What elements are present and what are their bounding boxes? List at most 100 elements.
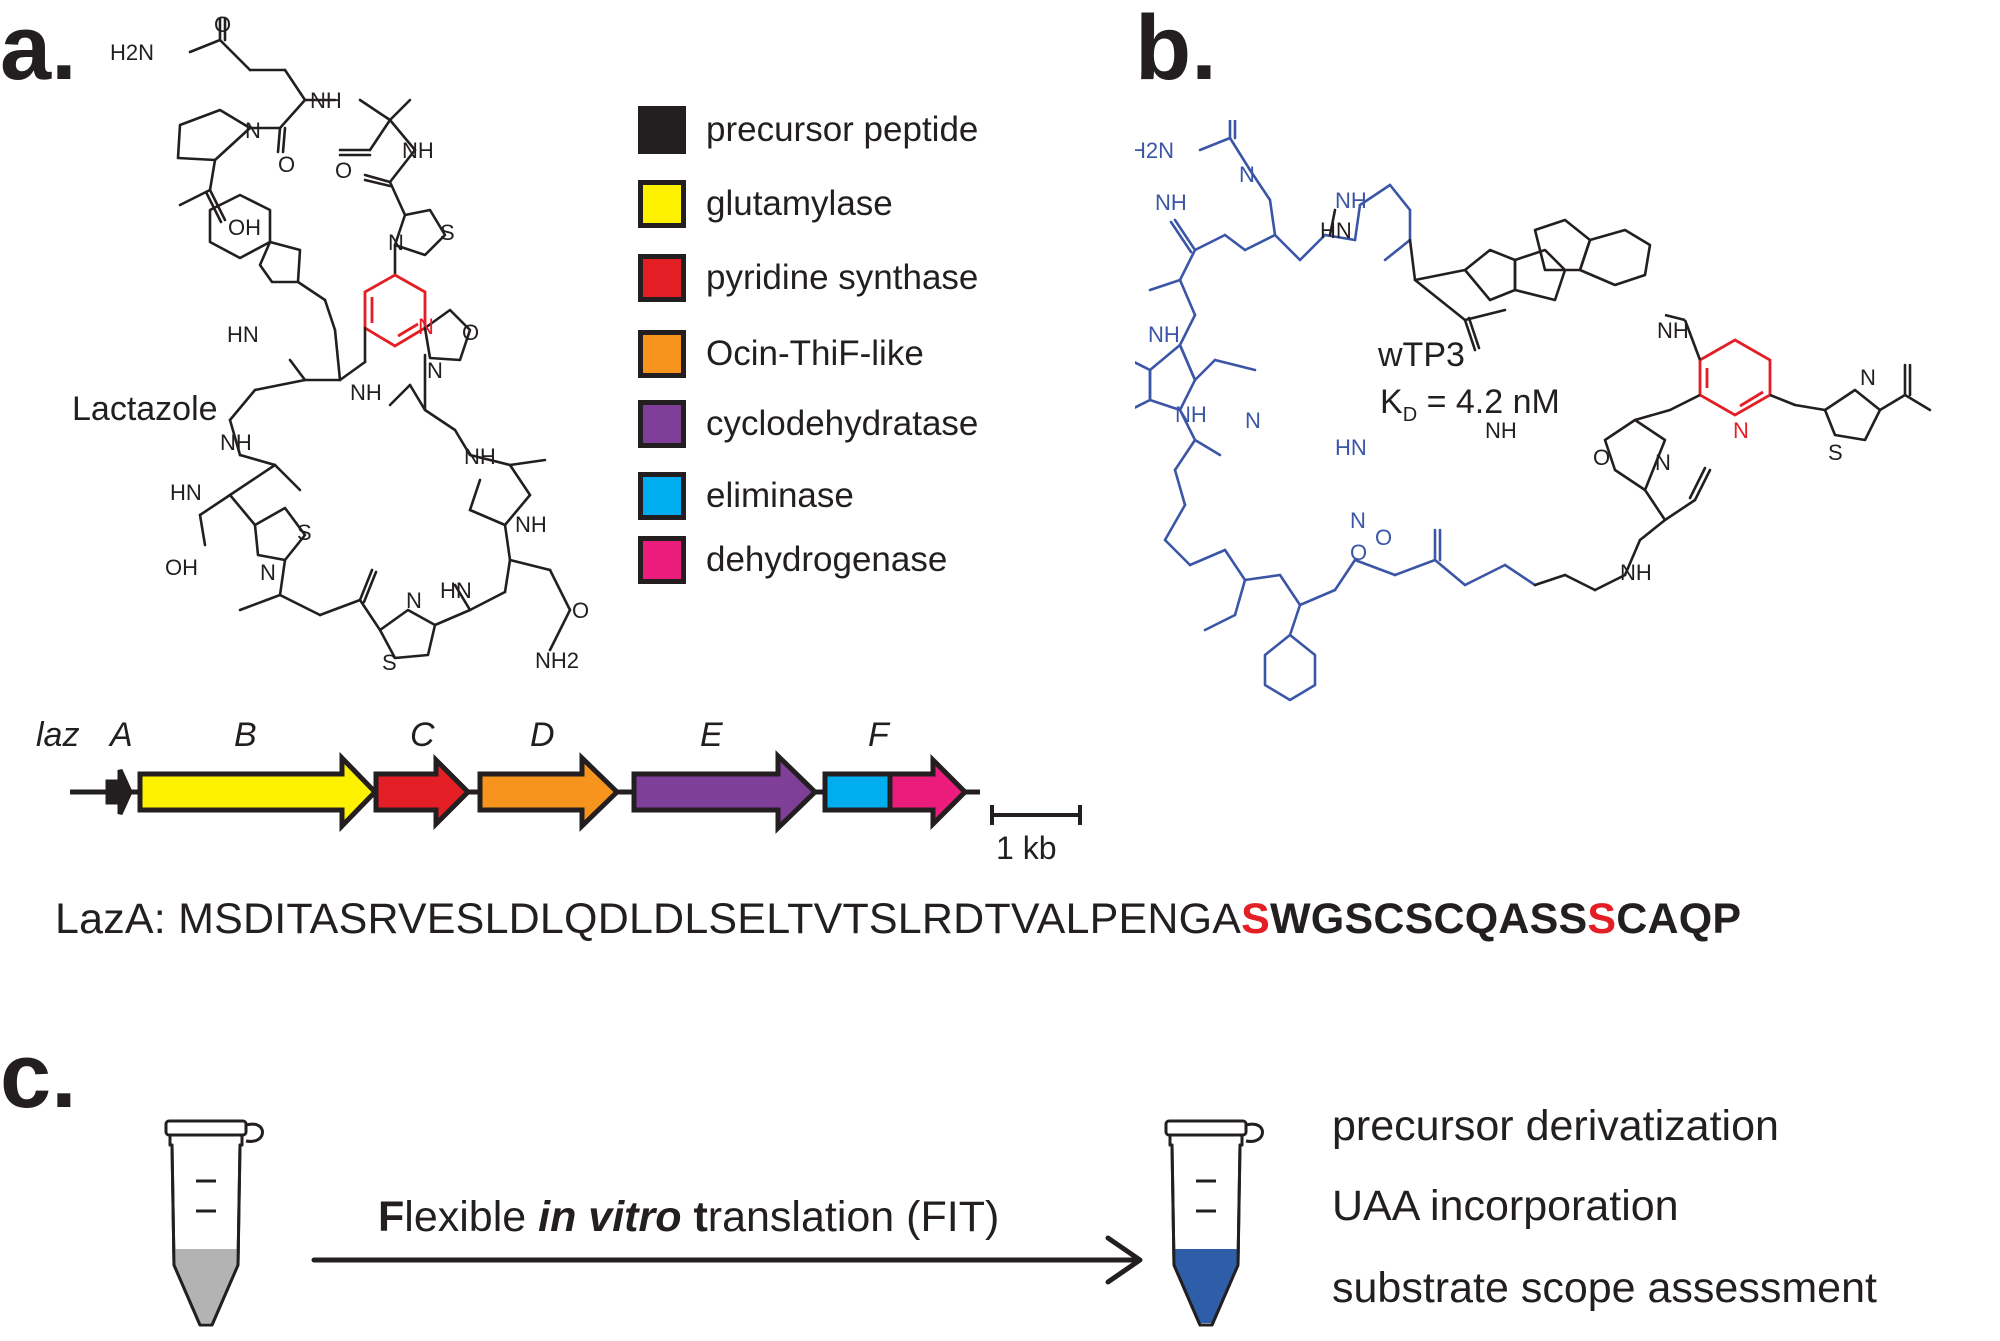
- fit-arrow: [311, 1235, 1143, 1285]
- legend-label: precursor peptide: [706, 110, 979, 149]
- atom-hn-d: HN: [170, 480, 202, 505]
- legend-label: pyridine synthase: [706, 258, 979, 297]
- fit-bold-f: F: [378, 1193, 405, 1241]
- atom-wtp3-n-oxz: N: [1655, 450, 1671, 475]
- gene-label-d: D: [530, 716, 555, 754]
- atom-wtp3-no2-o: O: [1375, 525, 1392, 550]
- legend-item-eliminase: eliminase: [638, 472, 854, 520]
- atom-wtp3-nh2: NH: [1335, 188, 1367, 213]
- legend-item-pyridine-synthase: pyridine synthase: [638, 254, 978, 302]
- gene-prefix: laz: [36, 716, 80, 754]
- lactazole-label: Lactazole: [72, 390, 218, 428]
- atom-hn-f: HN: [440, 578, 472, 603]
- legend-label: dehydrogenase: [706, 540, 948, 579]
- atom-n-oxz: N: [427, 358, 443, 383]
- gene-c-arrow: [373, 753, 472, 831]
- atom-s-thz: S: [440, 220, 455, 245]
- panel-letter-a: a.: [0, 0, 77, 99]
- atom-hn-ind: HN: [227, 322, 259, 347]
- atom-wtp3-n-pyr: N: [1733, 418, 1749, 443]
- atom-n3: N: [406, 588, 422, 613]
- atom-n-thz: N: [388, 230, 404, 255]
- atom-nh-ala: NH: [310, 88, 342, 113]
- laza-sequence: LazA: MSDITASRVESLDLQDLDLSELTVTSLRDTVALP…: [55, 895, 1741, 944]
- atom-wtp3-h2n: H2N: [1135, 138, 1174, 163]
- gene-f-dehydrogenase-segment: [887, 753, 969, 831]
- legend-swatch: [638, 536, 686, 584]
- legend-swatch: [638, 254, 686, 302]
- wtp3-kd-value: = 4.2 nM: [1417, 383, 1560, 421]
- sequence-core-s1: S: [1241, 895, 1271, 943]
- legend-label: Ocin-ThiF-like: [706, 334, 924, 373]
- gene-label-f: F: [868, 716, 889, 754]
- atom-wtp3-hn3: HN: [1335, 435, 1367, 460]
- gene-b-arrow: [137, 751, 379, 833]
- legend-label: glutamylase: [706, 184, 893, 223]
- sequence-core-4: CAQP: [1616, 895, 1742, 943]
- wtp3-name: wTP3: [1378, 336, 1465, 374]
- atom-wtp3-hn2: HN: [1135, 384, 1137, 409]
- atom-wtp3-nh-ind2: NH: [1657, 318, 1689, 343]
- tube-blue-icon: [1164, 1119, 1264, 1327]
- wtp3-kd-k: K: [1380, 383, 1403, 421]
- atom-nh2-bottom: NH2: [535, 648, 579, 670]
- legend-swatch: [638, 180, 686, 228]
- sequence-core-s2: S: [1587, 895, 1617, 943]
- atom-oh: OH: [165, 555, 198, 580]
- atom-nh-b: NH: [350, 380, 382, 405]
- atom-wtp3-n-me2: N: [1239, 162, 1255, 187]
- panel-letter-b: b.: [1135, 0, 1217, 99]
- tube-gray-icon: [164, 1119, 264, 1327]
- outcome-substrate-scope: substrate scope assessment: [1332, 1264, 1877, 1312]
- fit-italic: in vitro: [538, 1193, 682, 1241]
- legend-swatch: [638, 106, 686, 154]
- legend-item-cyclodehydratase: cyclodehydratase: [638, 400, 978, 448]
- atom-wtp3-s-thz: S: [1828, 440, 1843, 465]
- atom-h2n-top: H2N: [110, 40, 154, 65]
- atom-wtp3-o-oxz: O: [1593, 445, 1610, 470]
- atom-o-misc: O: [572, 598, 589, 623]
- sequence-core-2: WGSCSCQASS: [1270, 895, 1588, 943]
- gene-label-c: C: [410, 716, 435, 754]
- legend-swatch: [638, 400, 686, 448]
- atom-wtp3-no2-n: N: [1350, 508, 1366, 533]
- atom-wtp3-nh4: NH: [1175, 402, 1207, 427]
- legend-item-precursor-peptide: precursor peptide: [638, 106, 978, 154]
- atom-n-pyr: N: [418, 314, 434, 339]
- fit-label: Flexible in vitro translation (FIT): [378, 1196, 999, 1239]
- atom-nh-c: NH: [220, 430, 252, 455]
- legend-label: eliminase: [706, 476, 854, 515]
- atom-nh2: NH: [402, 138, 434, 163]
- atom-wtp3-no2-o2: O: [1350, 540, 1367, 565]
- legend-item-ocin-thif-like: Ocin-ThiF-like: [638, 330, 924, 378]
- wtp3-kd: KD = 4.2 nM: [1380, 385, 1560, 425]
- atom-wtp3-nh1: NH: [1155, 190, 1187, 215]
- wtp3-structure: H2N HO N N NH N NH NH HN NH N OH HN N O …: [1135, 120, 1932, 702]
- outcome-uaa-incorporation: UAA incorporation: [1332, 1182, 1679, 1230]
- atom-o3: O: [335, 158, 352, 183]
- atom-o-oxz: O: [462, 320, 479, 345]
- fit-text-3: ranslation (FIT): [707, 1193, 1000, 1241]
- gene-cluster-map: [70, 750, 1082, 834]
- outcome-precursor-derivatization: precursor derivatization: [1332, 1102, 1779, 1150]
- scale-bar-label: 1 kb: [996, 830, 1057, 866]
- atom-wtp3-nh5: NH: [1485, 418, 1517, 443]
- sequence-prefix: LazA:: [55, 895, 179, 943]
- atom-nh-e: NH: [515, 512, 547, 537]
- atom-n2: N: [260, 560, 276, 585]
- legend-item-dehydrogenase: dehydrogenase: [638, 536, 947, 584]
- atom-o2: O: [278, 152, 295, 177]
- gene-label-a: A: [110, 716, 133, 754]
- atom-s2: S: [297, 520, 312, 545]
- atom-o1: O: [214, 12, 231, 37]
- gene-a-arrow: [105, 768, 133, 816]
- sequence-leader: MSDITASRVESLDLQDLDLSELTVTSLRDTVALPENGA: [178, 895, 1242, 943]
- legend-swatch: [638, 472, 686, 520]
- atom-cooh: OH: [228, 215, 261, 240]
- lactazole-structure: H2N O O NH N OH NH O N S N HN N O NH NH …: [110, 12, 589, 670]
- atom-wtp3-nh3: NH: [1148, 322, 1180, 347]
- legend-swatch: [638, 330, 686, 378]
- gene-label-e: E: [700, 716, 723, 754]
- fit-text-1: lexible: [404, 1193, 539, 1241]
- atom-wtp3-nh6: NH: [1620, 560, 1652, 585]
